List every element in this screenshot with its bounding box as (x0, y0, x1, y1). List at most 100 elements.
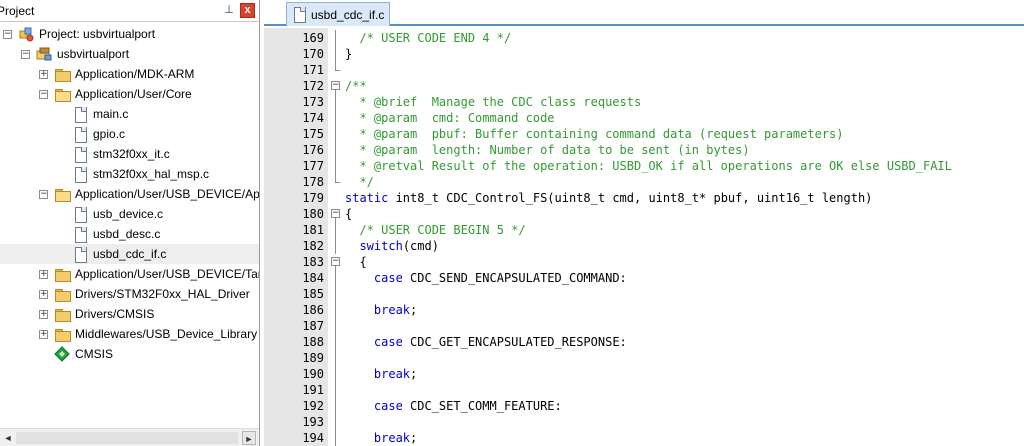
close-icon[interactable]: x (240, 3, 255, 18)
code-line[interactable]: 186 break; (264, 302, 1024, 318)
scroll-right-arrow-icon[interactable]: ► (242, 431, 256, 445)
code-line[interactable]: 181 /* USER CODE BEGIN 5 */ (264, 222, 1024, 238)
tab-usbd-cdc-if[interactable]: usbd_cdc_if.c (286, 2, 390, 26)
tree-item[interactable]: usbd_cdc_if.c (0, 244, 259, 264)
scrollbar-thumb[interactable] (16, 432, 238, 444)
code-line[interactable]: 177 * @retval Result of the operation: U… (264, 158, 1024, 174)
tree-item[interactable]: − Application/User/USB_DEVICE/App (0, 184, 260, 204)
code-line[interactable]: 169 /* USER CODE END 4 */ (264, 30, 1024, 46)
tree-item-label: stm32f0xx_it.c (93, 147, 170, 161)
code-line[interactable]: 185 (264, 286, 1024, 302)
tree-item[interactable]: stm32f0xx_hal_msp.c (0, 164, 259, 184)
tree-item-label: usbvirtualport (57, 47, 130, 61)
keyword-token: break (373, 303, 411, 317)
line-number: 187 (302, 319, 324, 333)
tree-item[interactable]: +Middlewares/USB_Device_Library (0, 324, 259, 344)
fold-collapse-icon[interactable]: − (331, 208, 340, 218)
code-line[interactable]: 178 */ (264, 174, 1024, 190)
folder-icon (54, 306, 71, 322)
keyword-token: case (373, 399, 403, 413)
code-line[interactable]: 171 (264, 62, 1024, 78)
fold-guide (335, 214, 336, 222)
code-line[interactable]: 187 (264, 318, 1024, 334)
collapse-icon[interactable]: − (39, 189, 48, 199)
code-token: } (345, 47, 353, 61)
tree-item[interactable]: −Application/User/Core (0, 84, 259, 104)
expand-icon[interactable]: + (39, 269, 48, 279)
comment-token: * @param cmd: Command code (345, 111, 555, 125)
tree-item[interactable]: + Drivers/CMSIS (0, 304, 259, 324)
fold-guide (335, 238, 336, 254)
code-line[interactable]: 180−{ (264, 206, 1024, 222)
code-line[interactable]: 176 * @param length: Number of data to b… (264, 142, 1024, 158)
expand-icon[interactable]: + (39, 289, 48, 299)
file-icon (72, 146, 88, 163)
code-text: { (345, 206, 352, 222)
tree-item[interactable]: usb_device.c (0, 204, 259, 224)
tree-item-label: Project: usbvirtualport (39, 27, 156, 41)
code-line[interactable]: 188 case CDC_GET_ENCAPSULATED_RESPONSE: (264, 334, 1024, 350)
expand-icon[interactable]: + (39, 69, 48, 79)
code-line[interactable]: 170} (264, 46, 1024, 62)
line-number: 193 (302, 415, 324, 429)
tree-item[interactable]: + Application/MDK-ARM (0, 64, 259, 84)
tree-item[interactable]: − usbvirtualport (0, 44, 259, 64)
folder-open-icon (54, 186, 71, 202)
code-line[interactable]: 184 case CDC_SEND_ENCAPSULATED_COMMAND: (264, 270, 1024, 286)
fold-collapse-icon[interactable]: − (331, 256, 340, 266)
expand-icon[interactable]: + (39, 329, 48, 339)
code-line[interactable]: 182 switch(cmd) (264, 238, 1024, 254)
code-line[interactable]: 174 * @param cmd: Command code (264, 110, 1024, 126)
code-token (345, 239, 359, 253)
scroll-left-arrow-icon[interactable]: ◄ (3, 433, 13, 443)
pin-icon[interactable]: ⊥ (224, 4, 234, 16)
tree-item[interactable]: stm32f0xx_it.c (0, 144, 259, 164)
tree-item-label: main.c (93, 107, 129, 121)
horizontal-scrollbar[interactable]: ◄ ► (0, 428, 259, 446)
code-line[interactable]: 172−/** (264, 78, 1024, 94)
tree-item-label: Application/User/USB_DEVICE/App (75, 187, 260, 201)
code-line[interactable]: 191 (264, 382, 1024, 398)
project-panel-title: Project (0, 4, 35, 18)
code-line[interactable]: 190 break; (264, 366, 1024, 382)
code-line[interactable]: 192 case CDC_SET_COMM_FEATURE: (264, 398, 1024, 414)
code-token: ; (410, 431, 418, 445)
code-line[interactable]: 194 break; (264, 430, 1024, 446)
folder-icon (54, 286, 71, 302)
tree-item-label: Application/MDK-ARM (75, 67, 195, 81)
tree-item[interactable]: CMSIS (0, 344, 259, 364)
collapse-icon[interactable]: − (3, 29, 12, 39)
code-line[interactable]: 189 (264, 350, 1024, 366)
fold-guide (335, 430, 336, 446)
tree-item[interactable]: gpio.c (0, 124, 259, 144)
tree-item[interactable]: usbd_desc.c (0, 224, 259, 244)
tree-item[interactable]: +Drivers/STM32F0xx_HAL_Driver (0, 284, 259, 304)
collapse-icon[interactable]: − (39, 89, 48, 99)
expand-icon[interactable]: + (39, 309, 48, 319)
comment-token: */ (345, 175, 374, 189)
code-line[interactable]: 175 * @param pbuf: Buffer containing com… (264, 126, 1024, 142)
code-line[interactable]: 183− { (264, 254, 1024, 270)
line-number: 191 (302, 383, 324, 397)
tree-item[interactable]: − Project: usbvirtualport (0, 24, 259, 44)
keyword-token: break (373, 431, 411, 445)
collapse-icon[interactable]: − (21, 49, 30, 59)
keyword-token: break (373, 367, 411, 381)
keyword-token: switch (359, 239, 403, 253)
code-token (345, 223, 359, 237)
code-line[interactable]: 193 (264, 414, 1024, 430)
fold-collapse-icon[interactable]: − (331, 80, 340, 90)
tree-item-label: Drivers/CMSIS (75, 307, 155, 321)
code-line[interactable]: 173 * @brief Manage the CDC class reques… (264, 94, 1024, 110)
fold-guide (335, 414, 336, 430)
fold-guide (335, 46, 336, 62)
tree-item[interactable]: +Application/User/USB_DEVICE/Targ (0, 264, 259, 284)
tree-item[interactable]: main.c (0, 104, 259, 124)
code-token: (cmd) (402, 239, 439, 253)
project-icon (18, 26, 34, 42)
fold-guide (335, 382, 336, 398)
fold-guide (335, 62, 336, 70)
line-number: 174 (302, 111, 324, 125)
